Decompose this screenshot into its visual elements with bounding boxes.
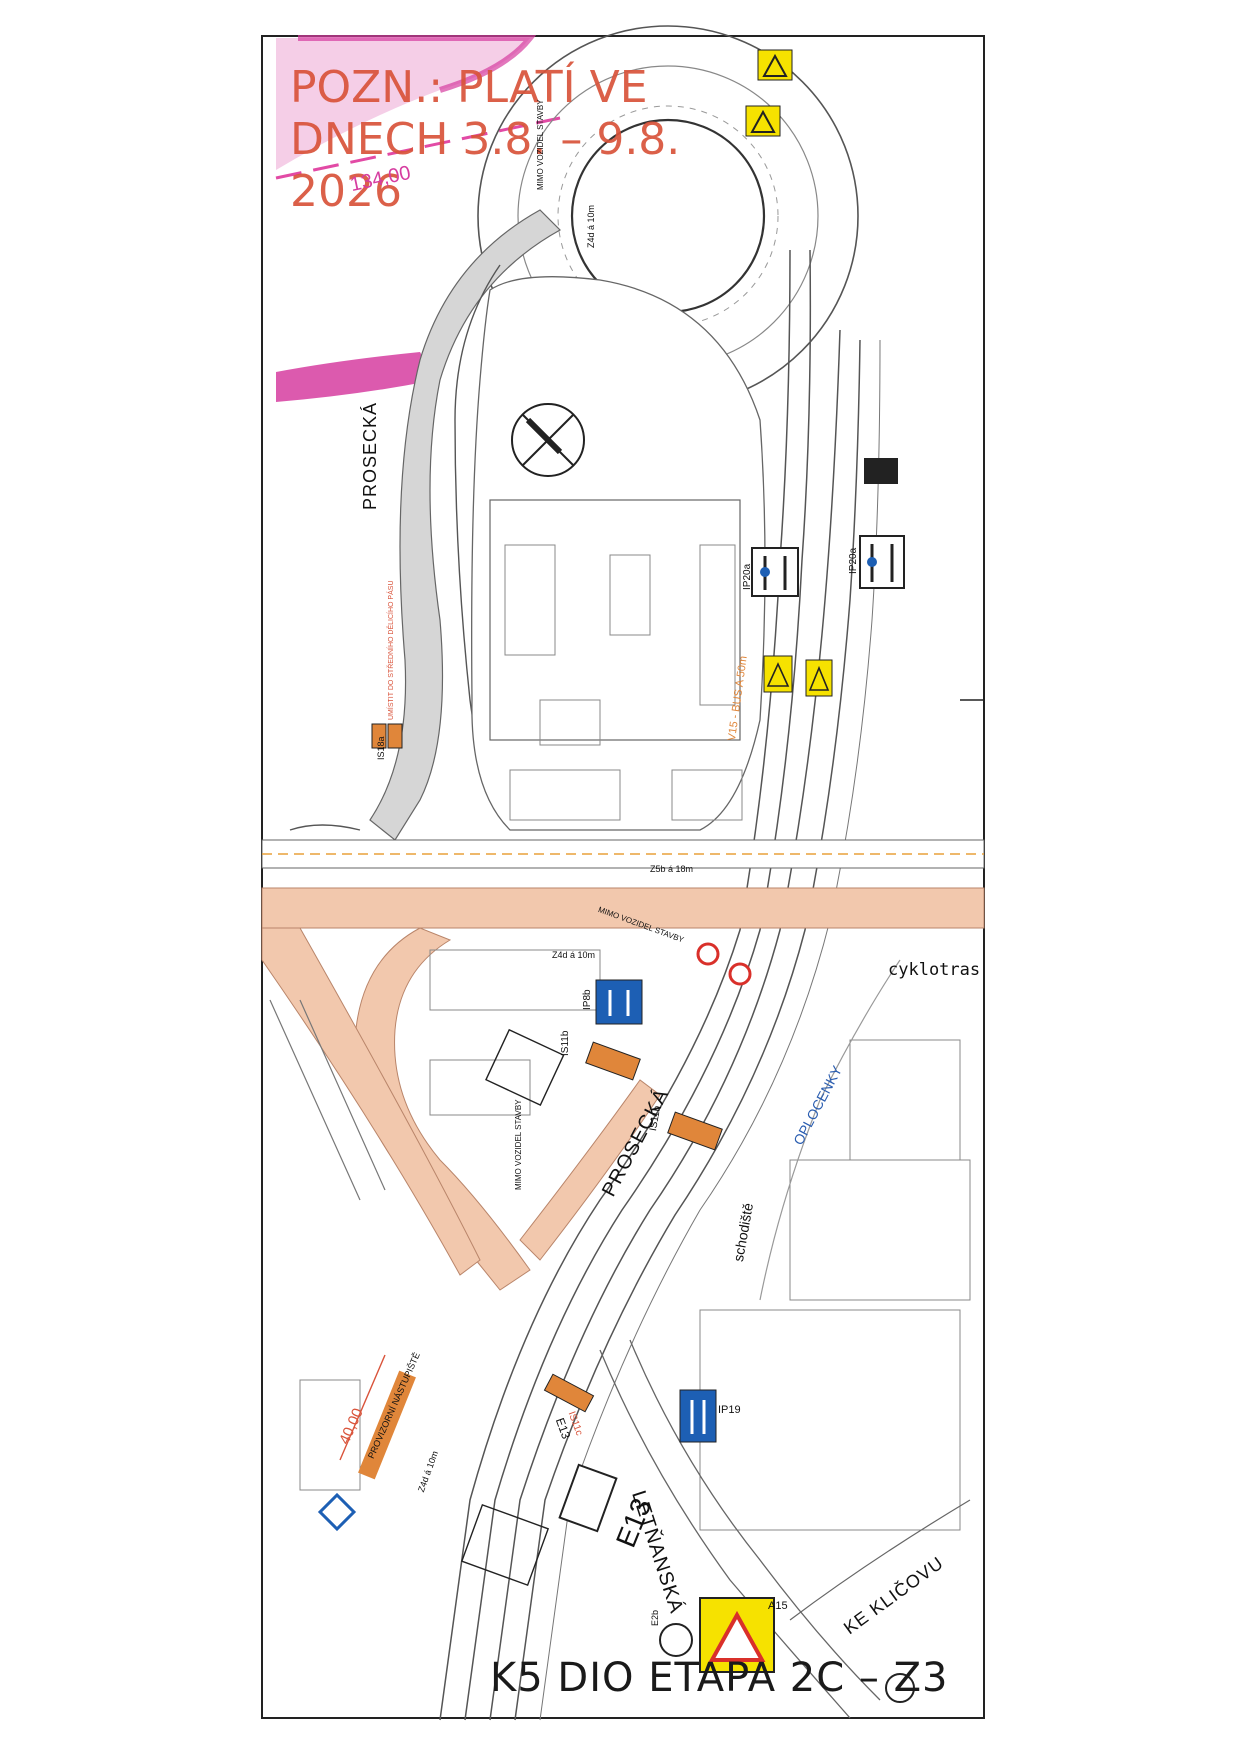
- pink-dash-line: [275, 116, 561, 180]
- central-parcel: [471, 276, 766, 831]
- block-building-6: [299, 1379, 361, 1491]
- no-entry-sign-2: [728, 962, 752, 986]
- closed-diagram-1: [485, 1028, 565, 1106]
- closed-road-ramp: [519, 1079, 661, 1261]
- closed-road-diagonal: [261, 927, 481, 1276]
- ip19-label: IP19: [718, 1404, 741, 1416]
- small-circle-sign-bottom: [659, 1623, 915, 1703]
- black-sign: [864, 458, 898, 484]
- yellow-sign-4: [805, 659, 833, 697]
- cyklotrasa-label: cyklotras: [888, 960, 981, 980]
- ip20a-label-2: IP20a: [848, 547, 859, 574]
- orange-sign-is11c: [543, 1373, 595, 1413]
- blue-diamond-sign: [317, 1492, 357, 1532]
- z4d-label-1: Z4d á 10m: [586, 204, 596, 248]
- block-building-2: [429, 1059, 531, 1116]
- prosecka-track-4: [514, 339, 861, 1721]
- street-prosecka-north: PROSECKÁ: [360, 401, 380, 510]
- umistit-label: UMÍSTIT DO STŘEDNÍHO DĚLICÍHO PÁSU: [388, 580, 395, 721]
- ip8b-label: IP8b: [582, 989, 593, 1010]
- building-2: [609, 554, 651, 636]
- orange-sign-is11b-1: [585, 1041, 641, 1081]
- prosecka-track-3: [489, 329, 841, 1721]
- yellow-sign-3: [763, 655, 793, 693]
- plan-title: K5 DIO ETAPA 2C – Z3: [490, 1655, 949, 1701]
- blue-sign-ip19: [679, 1389, 717, 1443]
- a15-label: A15: [768, 1600, 788, 1612]
- is11b-label-1: IS11b: [560, 1030, 571, 1056]
- orange-sign-is11b-2: [667, 1111, 723, 1151]
- west-road-gray: [369, 209, 561, 841]
- pink-zone-top: [276, 38, 530, 170]
- is18a-label: IS18a: [376, 736, 386, 760]
- validity-note-line-3: 2026: [290, 166, 402, 217]
- e2b-label: E2b: [650, 1609, 660, 1626]
- stop-dimension-line: [339, 1354, 386, 1461]
- west-diagonal-road-2: [299, 999, 386, 1191]
- z4d-label-2: Z4d á 10m: [552, 950, 596, 960]
- yellow-sign-2: [745, 105, 781, 137]
- block-building-4: [789, 1159, 971, 1301]
- temporary-stop: [358, 1370, 416, 1480]
- info-sign-e13: [558, 1463, 618, 1533]
- z5b-label: Z5b á 18m: [650, 864, 694, 874]
- prosecka-track-2: [464, 249, 812, 1721]
- closed-diagram-2: [460, 1503, 550, 1587]
- blue-sign-ip8b: [595, 979, 643, 1025]
- building-3: [699, 544, 736, 706]
- ip20a-label-1: IP20a: [742, 563, 753, 590]
- no-entry-sign-1: [696, 942, 720, 966]
- building-4: [539, 699, 601, 746]
- west-road-edge-2: [289, 824, 361, 831]
- pedestrian-warning-sign: [699, 1597, 775, 1673]
- yellow-sign-1: [757, 49, 793, 81]
- closed-road-horizontal: [261, 887, 985, 929]
- building-6: [671, 769, 743, 821]
- parking-lot: [489, 499, 741, 741]
- pink-zone-mid: [276, 352, 435, 402]
- building-5: [509, 769, 621, 821]
- blue-sign-ip20a-1: [751, 547, 799, 597]
- mimo-stavby-label-1: MIMO VOZIDEL STAVBY: [536, 99, 545, 190]
- ke-klicovu-road: [789, 1499, 971, 1621]
- west-diagonal-road: [269, 999, 361, 1201]
- cross-line-bold: [525, 417, 563, 455]
- building-1: [504, 544, 556, 656]
- letnanska-road-2: [599, 1349, 851, 1719]
- validity-note-line-2: DNECH 3.8. – 9.8.: [290, 114, 681, 165]
- pink-zone-top-edge: [298, 35, 537, 93]
- letnanska-road: [629, 1339, 881, 1701]
- mimo-stavby-label-3: MIMO VOZIDEL STAVBY: [514, 1099, 523, 1190]
- orange-sign-is18a: [371, 723, 403, 749]
- validity-note: POZN.: PLATÍ VE DNECH 3.8. – 9.8. 2026: [290, 62, 710, 218]
- cyklotrasa-path: [759, 959, 901, 1301]
- prosecka-track-1: [439, 249, 791, 1721]
- validity-note-line-1: POZN.: PLATÍ VE: [290, 62, 648, 113]
- blue-sign-ip20a-2: [859, 535, 905, 589]
